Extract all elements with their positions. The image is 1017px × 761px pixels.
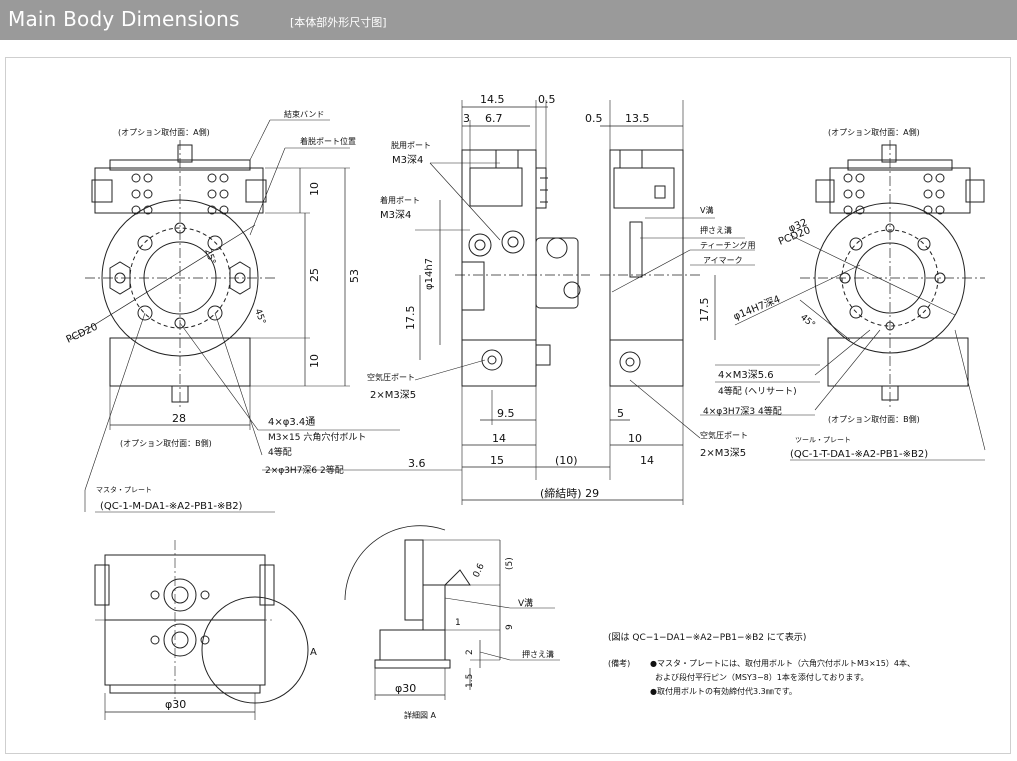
dim-6-7: 6.7 [485, 112, 503, 125]
label-detail-a: 詳細図 A [404, 710, 437, 720]
label-tool-plate-code: (QC-1-T-DA1-※A2-PB1-※B2) [790, 449, 928, 460]
label-option-b-left: (オプション取付面：B側) [120, 438, 212, 448]
label-option-a-left: (オプション取付面：A側) [118, 127, 210, 137]
left-front-view [69, 119, 400, 513]
dim-29: (締結時) 29 [540, 486, 599, 500]
label-pcd-left: PCD20 [65, 322, 100, 346]
label-hole-spec-2: M3×15 六角穴付ボルト [268, 431, 366, 443]
dim-17-5-right: 17.5 [698, 298, 711, 323]
dim-13-5: 13.5 [625, 112, 650, 125]
dim-angle-45-right: 45° [798, 313, 817, 331]
right-side-upper [609, 149, 684, 341]
remarks-line-1: ●マスタ・プレートには、取付用ボルト（六角穴付ボルトM3×15）4本、 [650, 658, 915, 668]
dim-17-5-left: 17.5 [404, 306, 417, 331]
label-v-groove: V溝 [700, 205, 713, 215]
section-subtitle: [本体部外形尺寸图] [290, 16, 387, 29]
dim-53: 53 [348, 269, 361, 283]
left-hex-port-r [229, 261, 251, 295]
bottom-view [94, 540, 309, 720]
label-press-groove: 押さえ溝 [700, 225, 732, 235]
remarks-head: (備考) [608, 658, 630, 668]
label-air-port-left-thread: 2×M3深5 [370, 389, 416, 401]
dim-14-5: 14.5 [480, 93, 505, 106]
dim-10-right: 10 [628, 432, 642, 445]
label-right-pin: 4×φ3H7深3 4等配 [703, 405, 782, 417]
remarks-line-3: ●取付用ボルトの有効締付代3.3㎜です。 [650, 686, 797, 696]
label-dia14H7: φ14H7深4 [732, 293, 782, 323]
detail-a-view [344, 525, 560, 700]
dim-10-paren: (10) [555, 454, 578, 467]
label-release-port-thread: M3深4 [392, 154, 423, 166]
label-option-b-right: (オプション取付面：B側) [828, 414, 920, 424]
dim-2: 2 [465, 649, 475, 655]
label-hole-spec-3: 4等配 [268, 446, 292, 458]
dim-0-5-top: 0.5 [538, 93, 556, 106]
left-top-latch [94, 167, 264, 214]
center-upper-body [461, 149, 537, 341]
label-hole-spec-1: 4×φ3.4通 [268, 416, 315, 428]
dim-3-6: 3.6 [408, 457, 426, 470]
label-master-plate: マスタ・プレート [96, 485, 152, 494]
label-teaching: ティーチング用 [700, 240, 756, 250]
label-tool-plate: ツール・プレート [795, 436, 851, 444]
dim-angle-45-left: 45° [252, 308, 267, 326]
label-eye-mark: アイマーク [703, 256, 743, 265]
label-detail-press-groove: 押さえ溝 [522, 649, 554, 659]
label-detach-port-position: 着脱ポート位置 [300, 136, 356, 146]
label-attach-port: 着用ポート [380, 195, 420, 205]
dim-5: 5 [617, 407, 624, 420]
right-side-lower [609, 339, 684, 387]
drawing-frame [5, 57, 1011, 754]
dim-28: 28 [172, 412, 186, 425]
label-circle-a: A [310, 647, 317, 658]
label-detail-v-groove: V溝 [518, 597, 533, 609]
dim-9: 9 [505, 624, 515, 630]
right-front-view [700, 140, 986, 461]
label-dia14h7: φ14h7 [424, 258, 435, 290]
left-top-connector [177, 144, 193, 163]
section-header: Main Body Dimensions [本体部外形尺寸图] [0, 0, 1017, 40]
label-master-plate-code: (QC-1-M-DA1-※A2-PB1-※B2) [100, 501, 243, 512]
dim-14-right: 14 [640, 454, 654, 467]
dim-15: 15 [490, 454, 504, 467]
figure-note: (図は QC−1−DA1−※A2−PB1−※B2 にて表示) [608, 631, 806, 643]
dim-14-left: 14 [492, 432, 506, 445]
detail-circle-a [201, 596, 309, 704]
label-attach-port-thread: M3深4 [380, 209, 411, 221]
dim-10-bottom: 10 [308, 354, 321, 368]
dim-3: 3 [463, 112, 470, 125]
label-air-port-right: 空気圧ポート [700, 430, 748, 440]
dim-9-5: 9.5 [497, 407, 515, 420]
label-air-port-left: 空気圧ポート [367, 372, 415, 382]
right-side-view [600, 100, 755, 505]
dim-0-6: 0.6 [472, 562, 487, 579]
dim-25: 25 [308, 268, 321, 282]
label-pin-spec-left: 2×φ3H7深6 2等配 [265, 464, 344, 476]
label-right-m3-sub: 4等配 (ヘリサート) [718, 385, 797, 397]
dim-dia30-detail: φ30 [395, 682, 416, 695]
label-option-a-right: (オプション取付面：A側) [828, 127, 920, 137]
label-right-m3: 4×M3深5.6 [718, 369, 774, 381]
dim-0-5-right: 0.5 [585, 112, 603, 125]
dim-dia30-bottom: φ30 [165, 698, 186, 711]
label-band: 結束バンド [284, 109, 324, 119]
left-hex-port-l [109, 261, 131, 295]
center-side-view [400, 100, 683, 505]
dim-10-top: 10 [308, 182, 321, 196]
label-air-port-right-thread: 2×M3深5 [700, 447, 746, 459]
label-release-port: 脱用ポート [391, 140, 431, 150]
dim-1: 1 [455, 618, 461, 628]
dim-1-5: 1.5 [465, 674, 475, 688]
remarks-line-2: および段付平行ピン（MSY3−8）1本を添付しております。 [655, 672, 869, 682]
section-title: Main Body Dimensions [8, 7, 240, 31]
dim-5-paren: (5) [505, 557, 515, 570]
center-lower-body [461, 339, 537, 387]
